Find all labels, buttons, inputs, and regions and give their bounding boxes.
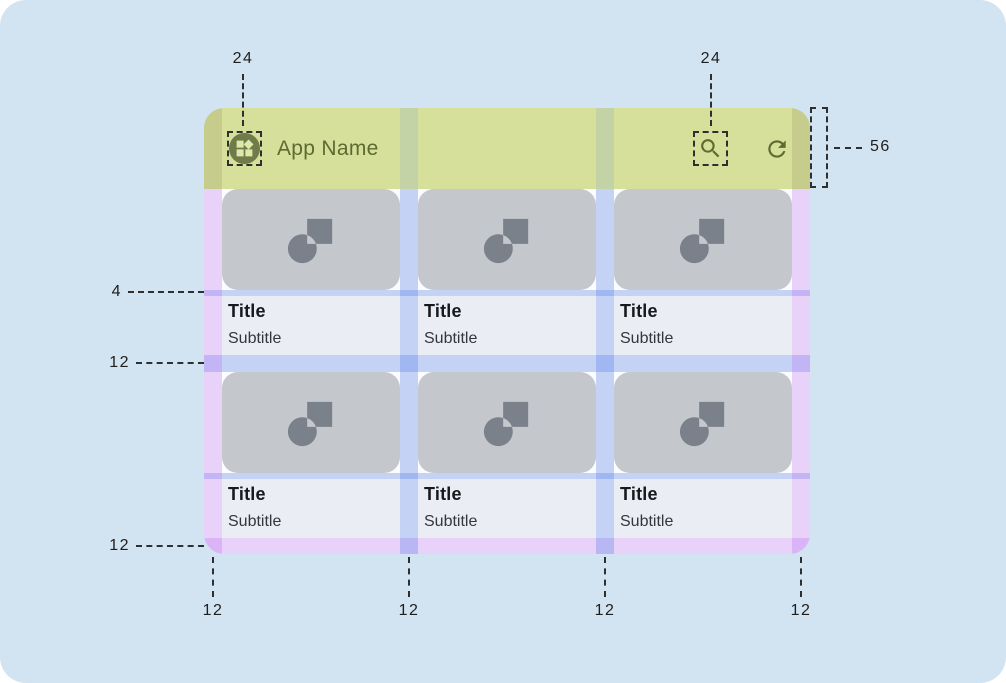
dim-line-row-gap [136, 362, 204, 364]
app-bar: App Name [204, 108, 810, 189]
margin-overlay-bottom [204, 538, 810, 554]
card-subtitle: Subtitle [620, 330, 674, 347]
appbar-margin-overlay-left [204, 108, 222, 189]
card-text[interactable]: Title Subtitle [418, 296, 596, 355]
dim-label-gutter-2: 12 [594, 602, 616, 619]
refresh-icon[interactable] [764, 136, 790, 162]
appbar-margin-overlay-right [792, 108, 810, 189]
card-subtitle: Subtitle [620, 513, 674, 530]
dim-label-row-gap: 12 [109, 354, 130, 371]
card-image-row-2 [222, 372, 792, 473]
card-text[interactable]: Title Subtitle [614, 479, 792, 538]
margin-overlay-left [204, 189, 222, 554]
card-image[interactable] [418, 189, 596, 290]
card-text-row-2: Title Subtitle Title Subtitle Title Subt… [222, 479, 792, 538]
card-title: Title [228, 484, 266, 504]
dim-label-appbar-height: 56 [870, 138, 891, 155]
dim-line-bottom-margin [136, 545, 204, 547]
gap-overlay-4dp-row2 [204, 473, 810, 479]
search-icon[interactable] [698, 136, 723, 161]
search-icon-bounds [693, 131, 728, 166]
card-text[interactable]: Title Subtitle [418, 479, 596, 538]
card-image[interactable] [614, 189, 792, 290]
dim-bracket-appbar-height [810, 107, 828, 188]
card-image[interactable] [222, 189, 400, 290]
dim-line-gutter-1 [408, 557, 410, 597]
card-image[interactable] [222, 372, 400, 473]
dim-label-bottom-margin: 12 [109, 537, 130, 554]
gutter-overlay-2 [596, 189, 614, 554]
dim-line-gutter-2 [604, 557, 606, 597]
dim-label-left-margin: 12 [202, 602, 224, 619]
widgets-icon[interactable] [229, 133, 260, 164]
card-subtitle: Subtitle [228, 330, 282, 347]
dim-line-right-margin [800, 557, 802, 597]
card-image[interactable] [418, 372, 596, 473]
margin-overlay-right [792, 189, 810, 554]
card-title: Title [620, 301, 658, 321]
card-subtitle: Subtitle [424, 513, 478, 530]
card-text-row-1: Title Subtitle Title Subtitle Title Subt… [222, 296, 792, 355]
dim-label-leading-icon: 24 [232, 50, 254, 67]
appbar-gutter-overlay-2 [596, 108, 614, 189]
dim-line-leading-icon [242, 74, 244, 126]
dim-label-search-icon: 24 [700, 50, 722, 67]
card-text[interactable]: Title Subtitle [222, 296, 400, 355]
card-image[interactable] [614, 372, 792, 473]
card-title: Title [228, 301, 266, 321]
card-title: Title [424, 301, 462, 321]
app-mockup: App Name Title [204, 108, 810, 554]
dim-label-image-text-gap: 4 [111, 283, 122, 300]
card-title: Title [424, 484, 462, 504]
dim-line-appbar-height [834, 147, 862, 149]
card-title: Title [620, 484, 658, 504]
card-text[interactable]: Title Subtitle [614, 296, 792, 355]
gap-overlay-4dp-row1 [204, 290, 810, 296]
dim-line-image-text-gap [128, 291, 204, 293]
appbar-gutter-overlay-1 [400, 108, 418, 189]
dim-line-search-icon [710, 74, 712, 126]
dim-label-gutter-1: 12 [398, 602, 420, 619]
dim-label-right-margin: 12 [790, 602, 812, 619]
app-title: App Name [277, 137, 379, 160]
gutter-overlay-1 [400, 189, 418, 554]
card-image-row-1 [222, 189, 792, 290]
gap-overlay-12dp-rows [204, 355, 810, 372]
card-subtitle: Subtitle [228, 513, 282, 530]
card-subtitle: Subtitle [424, 330, 478, 347]
card-text[interactable]: Title Subtitle [222, 479, 400, 538]
leading-icon-bounds [227, 131, 262, 166]
dim-line-left-margin [212, 557, 214, 597]
